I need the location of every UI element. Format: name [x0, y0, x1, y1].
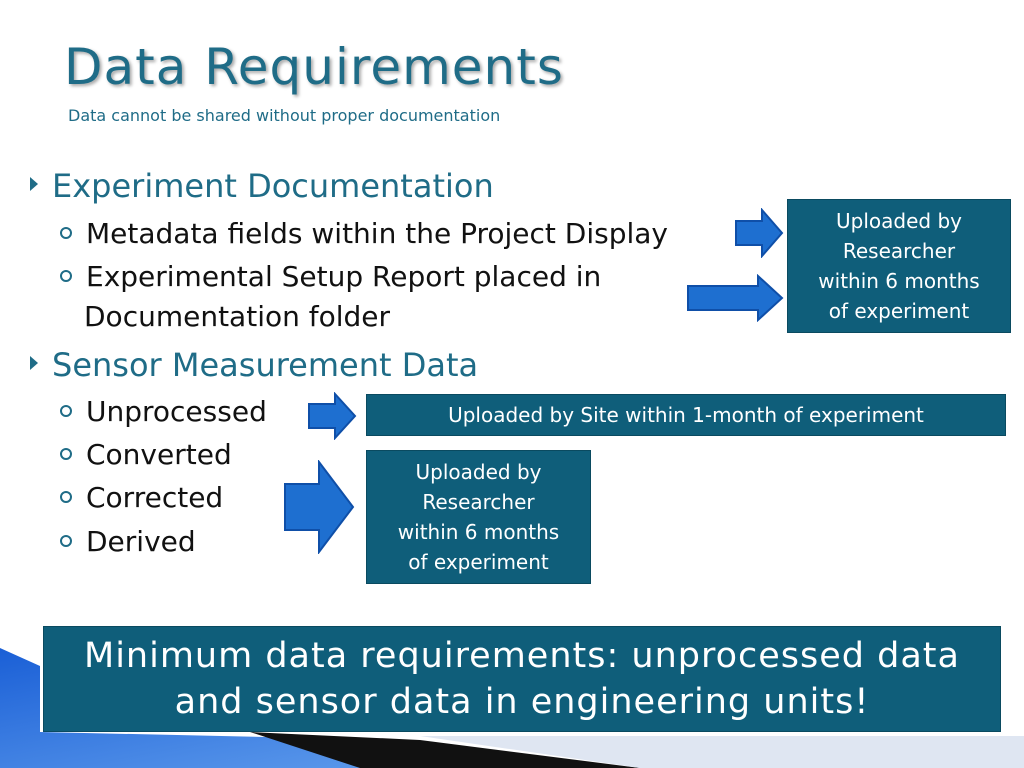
bullet-circle-icon — [60, 491, 72, 503]
summary-line: and sensor data in engineering units! — [174, 682, 870, 722]
callout-line: Uploaded by — [836, 209, 962, 233]
list-item-text: Converted — [86, 438, 232, 471]
callout-line: Researcher — [422, 490, 535, 514]
bullet-circle-icon — [60, 405, 72, 417]
callout-line: of experiment — [828, 299, 970, 323]
list-item-text: Experimental Setup Report placed in — [86, 260, 602, 293]
callout-line: Researcher — [842, 239, 956, 263]
callout-line: within 6 months — [818, 269, 980, 293]
callout-line: Uploaded by Site within 1-month of exper… — [448, 403, 924, 427]
bullet-circle-icon — [60, 448, 72, 460]
section-heading: Sensor Measurement Data — [52, 346, 479, 384]
arrow-right-icon — [687, 274, 784, 322]
list-item-text: Metadata fields within the Project Displ… — [86, 217, 668, 250]
list-item-text: Documentation folder — [84, 300, 391, 333]
summary-line: Minimum data requirements: unprocessed d… — [84, 636, 960, 676]
arrow-right-icon — [284, 460, 355, 554]
callout-uploaded-by-researcher: Uploaded by Researcher within 6 months o… — [366, 450, 591, 584]
list-item: Unprocessed — [60, 392, 267, 432]
bullet-triangle-icon — [30, 177, 38, 191]
list-item-text: Unprocessed — [86, 395, 267, 428]
list-item: Metadata fields within the Project Displ… — [60, 214, 668, 254]
list-item-continuation: Documentation folder — [84, 297, 390, 337]
callout-uploaded-by-researcher: Uploaded by Researcher within 6 months o… — [787, 199, 1011, 333]
bullet-triangle-icon — [30, 356, 38, 370]
bullet-circle-icon — [60, 535, 72, 547]
callout-line: Uploaded by — [415, 460, 542, 484]
bullet-circle-icon — [60, 227, 72, 239]
list-item: Experimental Setup Report placed in — [60, 257, 601, 297]
callout-uploaded-by-site: Uploaded by Site within 1-month of exper… — [366, 394, 1006, 436]
page-title: Data Requirements — [64, 38, 564, 96]
list-item: Converted — [60, 435, 232, 475]
section-experiment-documentation: Experiment Documentation — [30, 166, 494, 206]
list-item: Derived — [60, 522, 196, 562]
arrow-right-icon — [735, 208, 784, 258]
list-item-text: Corrected — [86, 481, 224, 514]
section-sensor-measurement-data: Sensor Measurement Data — [30, 345, 478, 385]
page-subtitle: Data cannot be shared without proper doc… — [68, 106, 501, 125]
section-heading: Experiment Documentation — [52, 167, 494, 205]
summary-box: Minimum data requirements: unprocessed d… — [43, 626, 1001, 732]
callout-line: of experiment — [408, 550, 549, 574]
bullet-circle-icon — [60, 270, 72, 282]
callout-line: within 6 months — [397, 520, 560, 544]
list-item: Corrected — [60, 478, 223, 518]
arrow-right-icon — [308, 392, 357, 440]
list-item-text: Derived — [86, 525, 196, 558]
